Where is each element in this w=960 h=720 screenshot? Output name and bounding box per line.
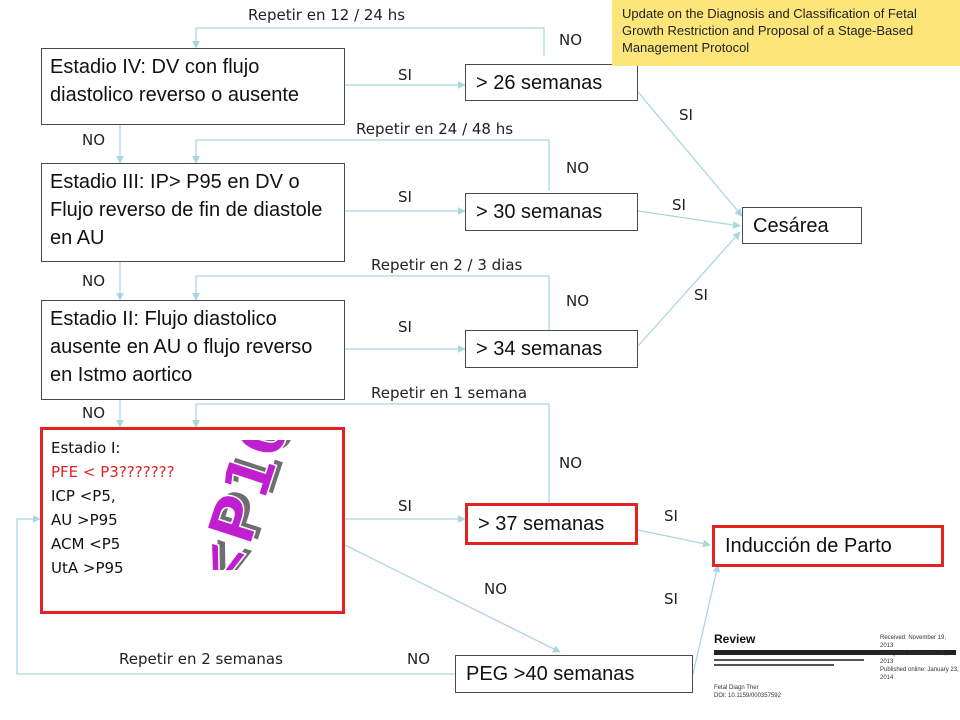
peg-40-box: PEG >40 semanas (455, 655, 693, 693)
loop-r2-3 (192, 275, 550, 330)
yes-label-w26: SI (679, 106, 693, 124)
week-34-text: > 34 semanas (476, 338, 603, 360)
no-label-s2: NO (82, 404, 106, 422)
week-37-box: > 37 semanas (465, 503, 638, 545)
stage-iv-box: Estadio IV: DV con flujo diastolico reve… (41, 48, 345, 125)
yes-label-s1: SI (398, 497, 412, 515)
peg-40-text: PEG >40 semanas (466, 663, 635, 685)
review-journal: Fetal Diagn Ther (714, 685, 759, 691)
week-30-text: > 30 semanas (476, 201, 603, 223)
cesarea-text: Cesárea (753, 214, 829, 237)
week-34-box: > 34 semanas (465, 330, 638, 368)
stage-ii-text: Estadio II: Flujo diastolico ausente en … (50, 308, 313, 386)
stage-i-pfe: PFE < P3??????? (51, 463, 175, 481)
arrow-w30-cesarea (637, 210, 741, 229)
stage-iii-text: Estadio III: IP> P95 en DV o Flujo rever… (50, 171, 323, 249)
yes-label-w34: SI (694, 286, 708, 304)
review-rules (714, 650, 956, 666)
week-37-text: > 37 semanas (478, 513, 605, 535)
review-published: Published online: January 23, 2014 (880, 667, 959, 681)
source-note: Update on the Diagnosis and Classificati… (612, 0, 960, 66)
stage-iv-text: Estadio IV: DV con flujo diastolico reve… (50, 56, 300, 106)
yes-label-w30: SI (672, 196, 686, 214)
stage-iii-box: Estadio III: IP> P95 en DV o Flujo rever… (41, 163, 345, 262)
no-label-w26: NO (559, 31, 583, 49)
yes-label-s4: SI (398, 66, 412, 84)
no-label-s3: NO (82, 272, 106, 290)
p10-stamp: <P10 <P10 (180, 440, 313, 570)
arrow-w34-cesarea (637, 231, 741, 347)
p10-stamp-text: <P10 (180, 440, 307, 570)
week-30-box: > 30 semanas (465, 193, 638, 231)
stage-i-acm: ACM <P5 (51, 535, 121, 553)
loop-r12-24 (192, 27, 545, 56)
week-26-box: > 26 semanas (465, 64, 638, 101)
no-label-s1-peg: NO (484, 580, 508, 598)
yes-label-peg: SI (664, 590, 678, 608)
yes-label-w37: SI (664, 507, 678, 525)
no-label-w34: NO (566, 292, 590, 310)
review-title: Review (714, 632, 756, 646)
no-label-s4: NO (82, 131, 106, 149)
loop-r2s (16, 515, 455, 675)
stage-i-icp: ICP <P5, (51, 487, 116, 505)
repeat-2-3-label: Repetir en 2 / 3 dias (371, 256, 523, 274)
review-header: Review Fetal Diagn Ther DOI: 10.1159/000… (710, 628, 960, 720)
no-label-w30: NO (566, 159, 590, 177)
loop-r24-48 (192, 139, 550, 191)
review-accepted: Accepted: November 19, 2013 (880, 651, 947, 665)
review-doi: DOI: 10.1159/000357592 (714, 693, 781, 699)
review-meta: Fetal Diagn Ther DOI: 10.1159/000357592 (714, 684, 781, 700)
arrow-w37-induccion (637, 529, 711, 548)
stage-i-title: Estadio I: (51, 439, 121, 457)
repeat-24-48-label: Repetir en 24 / 48 hs (356, 120, 514, 138)
yes-label-s2: SI (398, 318, 412, 336)
review-received: Received: November 19, 2013 (880, 635, 947, 649)
no-label-peg: NO (407, 650, 431, 668)
cesarea-box: Cesárea (742, 207, 862, 244)
repeat-2-semanas-label: Repetir en 2 semanas (119, 650, 283, 668)
loop-r1s (192, 403, 550, 503)
source-note-text: Update on the Diagnosis and Classificati… (622, 6, 917, 55)
stage-i-au: AU >P95 (51, 511, 118, 529)
repeat-12-24-label: Repetir en 12 / 24 hs (248, 6, 406, 24)
stage-i-box: Estadio I: PFE < P3??????? ICP <P5, AU >… (40, 427, 345, 614)
review-dates: Received: November 19, 2013 Accepted: No… (880, 634, 960, 682)
induccion-text: Inducción de Parto (725, 535, 892, 557)
arrow-peg-induccion (692, 564, 721, 675)
yes-label-s3: SI (398, 188, 412, 206)
arrow-w26-cesarea (637, 91, 743, 217)
stage-ii-box: Estadio II: Flujo diastolico ausente en … (41, 300, 345, 400)
induccion-box: Inducción de Parto (712, 525, 944, 567)
stage-i-uta: UtA >P95 (51, 559, 124, 577)
week-26-text: > 26 semanas (476, 71, 603, 94)
arrow-s1-peg (344, 544, 561, 653)
no-label-w37: NO (559, 454, 583, 472)
repeat-1-semana-label: Repetir en 1 semana (371, 384, 528, 402)
